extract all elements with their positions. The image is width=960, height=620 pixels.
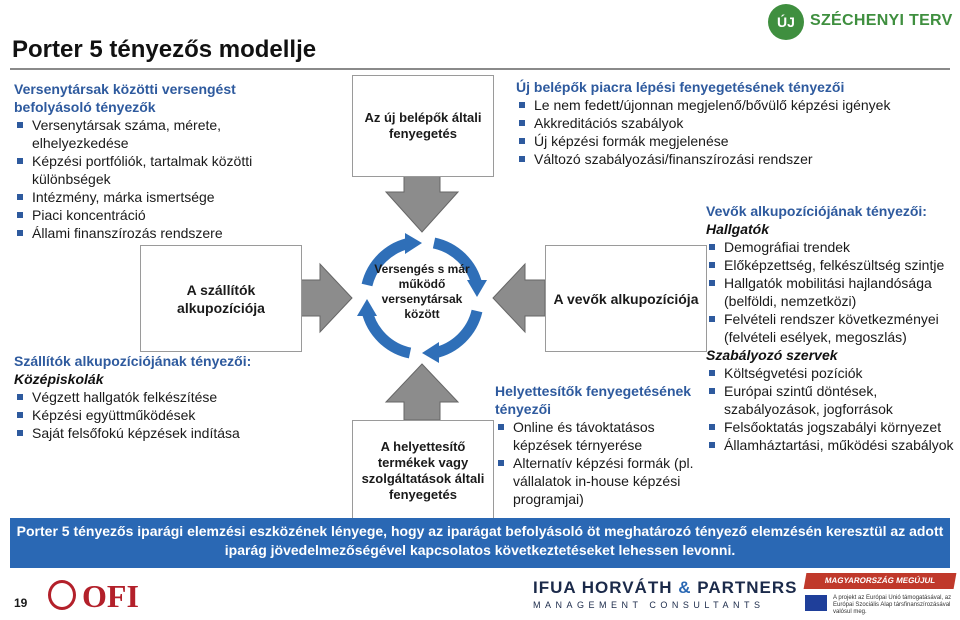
magyarorszag-megujul-logo: MAGYARORSZÁG MEGÚJUL A projekt az Európa… bbox=[803, 573, 957, 617]
new-entrants-box: Az új belépők általi fenyegetés bbox=[352, 75, 494, 177]
ofi-emblem-icon bbox=[48, 580, 76, 610]
hm-funding-note: A projekt az Európai Unió támogatásával,… bbox=[833, 595, 952, 615]
suppliers-factors-panel: Szállítók alkupozíciójának tényezői: Köz… bbox=[14, 352, 344, 442]
rivalry-factors-panel: Versenytársak közötti versengést befolyá… bbox=[14, 80, 262, 242]
list-item: Intézmény, márka ismertsége bbox=[14, 188, 262, 206]
new-entrants-factors-panel: Új belépők piacra lépési fenyegetésének … bbox=[516, 78, 936, 168]
list-item: Piaci koncentráció bbox=[14, 206, 262, 224]
arrow-left-icon bbox=[492, 262, 546, 334]
suppliers-subheading: Középiskolák bbox=[14, 371, 104, 387]
rivalry-cycle-icon bbox=[361, 237, 483, 359]
list-item: Felvételi rendszer következményei (felvé… bbox=[706, 310, 956, 346]
buyers-box: A vevők alkupozíciója bbox=[545, 245, 707, 352]
arrow-right-icon bbox=[299, 262, 353, 334]
substitutes-factors-panel: Helyettesítők fenyegetésének tényezői On… bbox=[495, 382, 695, 508]
list-item: Előképzettség, felkészültség szintje bbox=[706, 256, 956, 274]
hm-band-text: MAGYARORSZÁG MEGÚJUL bbox=[803, 573, 957, 589]
substitutes-factors-heading: Helyettesítők fenyegetésének tényezői bbox=[495, 383, 692, 417]
list-item: Európai szintű döntések, szabályozások, … bbox=[706, 382, 956, 418]
ofi-logo-text: OFI bbox=[82, 578, 139, 614]
ofi-logo: OFI bbox=[48, 578, 158, 616]
rivalry-factors-heading: Versenytársak közötti versengést befolyá… bbox=[14, 81, 236, 115]
arrow-down-icon bbox=[384, 174, 460, 233]
list-item: Új képzési formák megjelenése bbox=[516, 132, 936, 150]
list-item: Demográfiai trendek bbox=[706, 238, 956, 256]
list-item: Hallgatók mobilitási hajlandósága (belfö… bbox=[706, 274, 956, 310]
list-item: Államháztartási, működési szabályok bbox=[706, 436, 956, 454]
list-item: Saját felsőfokú képzések indítása bbox=[14, 424, 344, 442]
list-item: Alternatív képzési formák (pl. vállalato… bbox=[495, 454, 695, 508]
page-title: Porter 5 tényezős modellje bbox=[12, 36, 317, 63]
list-item: Állami finanszírozás rendszere bbox=[14, 224, 262, 242]
buyers-subheading-regulators: Szabályozó szervek bbox=[706, 347, 838, 363]
ifua-horvath-logo: IFUA HORVÁTH & PARTNERS MANAGEMENT CONSU… bbox=[533, 578, 798, 614]
suppliers-factors-heading: Szállítók alkupozíciójának tényezői: bbox=[14, 353, 252, 369]
eu-flag-icon bbox=[805, 595, 827, 611]
list-item: Akkreditációs szabályok bbox=[516, 114, 936, 132]
summary-banner: Porter 5 tényezős iparági elemzési eszkö… bbox=[10, 518, 950, 568]
title-divider bbox=[10, 68, 950, 70]
ifua-logo-subtitle: MANAGEMENT CONSULTANTS bbox=[533, 600, 765, 610]
szechenyi-badge: ÚJ bbox=[768, 4, 804, 40]
list-item: Végzett hallgatók felkészítése bbox=[14, 388, 344, 406]
arrow-up-icon bbox=[384, 363, 460, 421]
list-item: Versenytársak száma, mérete, elhelyezked… bbox=[14, 116, 262, 152]
buyers-factors-heading: Vevők alkupozíciójának tényezői: bbox=[706, 203, 927, 219]
buyers-factors-panel: Vevők alkupozíciójának tényezői: Hallgat… bbox=[706, 202, 956, 454]
list-item: Felsőoktatás jogszabályi környezet bbox=[706, 418, 956, 436]
buyers-subheading-students: Hallgatók bbox=[706, 221, 770, 237]
list-item: Le nem fedett/újonnan megjelenő/bővülő k… bbox=[516, 96, 936, 114]
list-item: Online és távoktatásos képzések térnyeré… bbox=[495, 418, 695, 454]
szechenyi-logo: ÚJ SZÉCHENYI TERV bbox=[768, 4, 958, 44]
suppliers-box: A szállítók alkupozíciója bbox=[140, 245, 302, 352]
list-item: Képzési együttműködések bbox=[14, 406, 344, 424]
szechenyi-text: SZÉCHENYI TERV bbox=[810, 12, 953, 29]
new-entrants-factors-heading: Új belépők piacra lépési fenyegetésének … bbox=[516, 79, 845, 95]
substitutes-box: A helyettesítő termékek vagy szolgáltatá… bbox=[352, 420, 494, 522]
rivalry-label: Versengés s már működő versenytársak köz… bbox=[374, 262, 470, 321]
list-item: Változó szabályozási/finanszírozási rend… bbox=[516, 150, 936, 168]
list-item: Költségvetési pozíciók bbox=[706, 364, 956, 382]
page-number: 19 bbox=[14, 596, 28, 610]
ifua-logo-name: IFUA HORVÁTH & PARTNERS bbox=[533, 578, 798, 597]
list-item: Képzési portfóliók, tartalmak közötti kü… bbox=[14, 152, 262, 188]
